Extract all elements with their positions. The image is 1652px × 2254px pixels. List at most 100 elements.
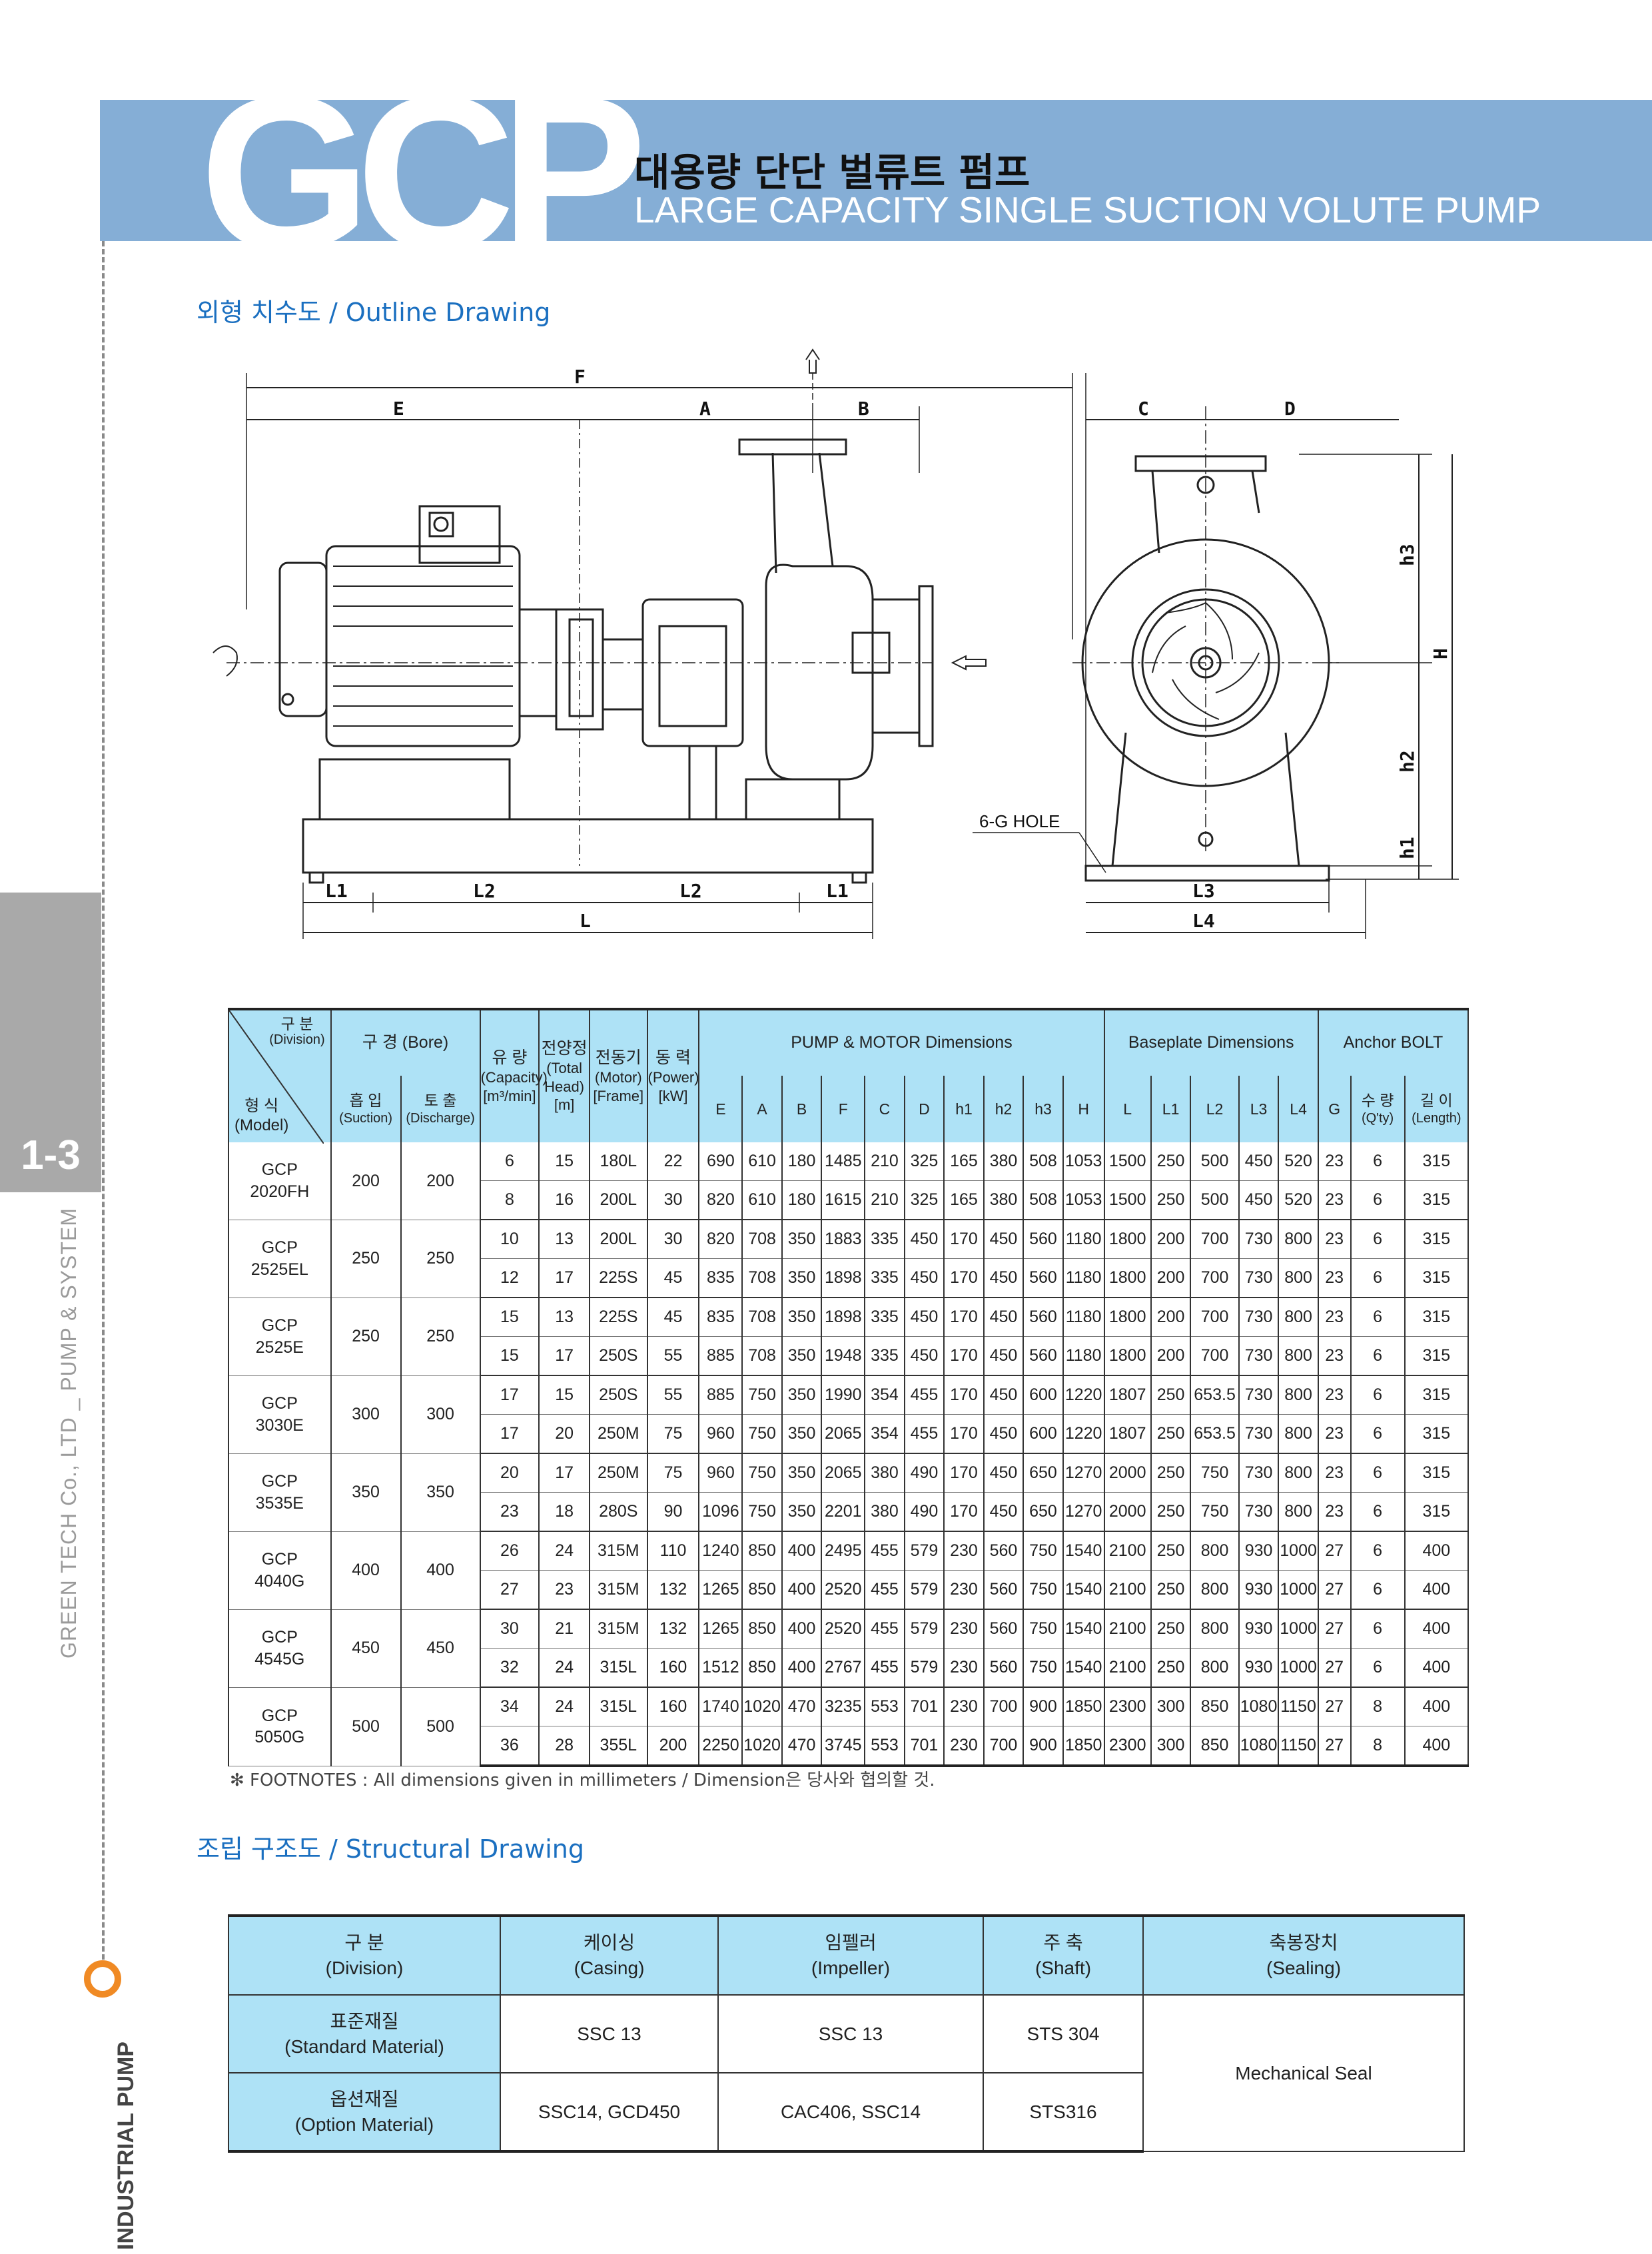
table-cell: 1270 <box>1062 1492 1105 1532</box>
table-cell: 1540 <box>1062 1609 1105 1649</box>
table-cell: 450 <box>1238 1180 1280 1220</box>
mat-header-sealing-ko: 축봉장치 <box>1269 1932 1338 1954</box>
dim-label-c: C <box>1138 398 1149 420</box>
table-cell: 450 <box>983 1336 1025 1376</box>
table-cell: 13 <box>538 1220 590 1259</box>
table-cell: 1512 <box>698 1648 743 1688</box>
header-power-en: (Power) <box>647 1069 699 1086</box>
table-cell: 132 <box>646 1609 700 1649</box>
gcp-logo: GCP <box>200 50 647 296</box>
table-cell: 315 <box>1404 1220 1469 1259</box>
table-cell: 690 <box>698 1142 743 1181</box>
model-line: GCP <box>261 1316 298 1335</box>
table-cell: 520 <box>1278 1180 1319 1220</box>
table-cell: 1800 <box>1103 1298 1152 1337</box>
mat-row-standard-ko: 표준재질 <box>330 2010 399 2032</box>
table-cell: 450 <box>903 1220 945 1259</box>
dim-label-l3: L3 <box>1192 880 1215 902</box>
header-motor: 전동기 (Motor) [Frame] <box>588 1008 648 1142</box>
table-cell: 6 <box>1350 1531 1406 1571</box>
table-cell: 700 <box>1190 1220 1240 1259</box>
model-line: 3535E <box>255 1493 304 1513</box>
table-cell: 400 <box>1404 1609 1469 1649</box>
dim-label-l1-right: L1 <box>826 880 849 902</box>
header-dim-d: D <box>903 1076 945 1142</box>
table-cell: 350 <box>781 1414 823 1454</box>
table-cell: 1898 <box>821 1258 866 1298</box>
header-power-ko: 동 력 <box>655 1048 691 1067</box>
table-cell: 400 <box>781 1648 823 1688</box>
table-cell: 13 <box>538 1298 590 1337</box>
table-cell: 170 <box>943 1492 985 1532</box>
header-dim-c: C <box>864 1076 905 1142</box>
table-cell: 24 <box>538 1648 590 1688</box>
table-cell: 350 <box>781 1453 823 1493</box>
table-cell: 230 <box>943 1687 985 1726</box>
table-cell: 36 <box>479 1726 540 1767</box>
table-cell: 28 <box>538 1726 590 1767</box>
table-cell: 700 <box>1190 1336 1240 1376</box>
table-cell: 250S <box>588 1336 648 1376</box>
table-cell: 579 <box>903 1609 945 1649</box>
table-cell: 450 <box>983 1414 1025 1454</box>
table-cell: 1800 <box>1103 1220 1152 1259</box>
table-cell: 1500 <box>1103 1142 1152 1181</box>
suction-cell: 250 <box>330 1298 402 1376</box>
table-cell: 850 <box>741 1648 783 1688</box>
table-cell: 315M <box>588 1531 648 1571</box>
table-cell: 730 <box>1238 1453 1280 1493</box>
table-cell: 315M <box>588 1570 648 1610</box>
table-cell: 350 <box>781 1258 823 1298</box>
header-qty-ko: 수 량 <box>1361 1092 1394 1110</box>
table-cell: 355L <box>588 1726 648 1767</box>
table-cell: 15 <box>538 1142 590 1181</box>
table-cell: 450 <box>1238 1142 1280 1181</box>
table-cell: 55 <box>646 1336 700 1376</box>
table-cell: 835 <box>698 1298 743 1337</box>
table-cell: 450 <box>983 1492 1025 1532</box>
table-cell: 750 <box>1023 1531 1064 1571</box>
table-cell: 335 <box>864 1258 905 1298</box>
table-cell: 579 <box>903 1648 945 1688</box>
table-cell: 27 <box>1317 1570 1352 1610</box>
table-cell: 750 <box>741 1414 783 1454</box>
table-cell: 315 <box>1404 1375 1469 1415</box>
suction-cell: 250 <box>330 1220 402 1298</box>
table-cell: 55 <box>646 1375 700 1415</box>
table-cell: 315 <box>1404 1492 1469 1532</box>
table-cell: 200L <box>588 1180 648 1220</box>
header-dim-l2: L2 <box>1190 1076 1240 1142</box>
footnote: ✻ FOOTNOTES : All dimensions given in mi… <box>230 1770 935 1790</box>
table-cell: 170 <box>943 1298 985 1337</box>
table-cell: 1500 <box>1103 1180 1152 1220</box>
header-length: 길 이(Length) <box>1404 1076 1469 1142</box>
table-cell: 15 <box>479 1298 540 1337</box>
table-cell: 450 <box>983 1375 1025 1415</box>
table-cell: 6 <box>1350 1375 1406 1415</box>
table-cell: 835 <box>698 1258 743 1298</box>
table-cell: 32 <box>479 1648 540 1688</box>
ring-icon <box>84 1960 121 1998</box>
model-line: 2020FH <box>250 1182 310 1201</box>
table-cell: 200 <box>1150 1220 1192 1259</box>
table-cell: 23 <box>1317 1220 1352 1259</box>
table-cell: 1000 <box>1278 1648 1319 1688</box>
table-cell: 23 <box>1317 1492 1352 1532</box>
table-cell: 650 <box>1023 1453 1064 1493</box>
table-cell: 250M <box>588 1453 648 1493</box>
table-cell: 350 <box>781 1336 823 1376</box>
table-cell: 210 <box>864 1180 905 1220</box>
table-cell: 579 <box>903 1570 945 1610</box>
table-cell: 450 <box>903 1298 945 1337</box>
table-cell: 315M <box>588 1609 648 1649</box>
model-line: GCP <box>261 1472 298 1491</box>
header-discharge-ko: 토 출 <box>424 1092 457 1110</box>
